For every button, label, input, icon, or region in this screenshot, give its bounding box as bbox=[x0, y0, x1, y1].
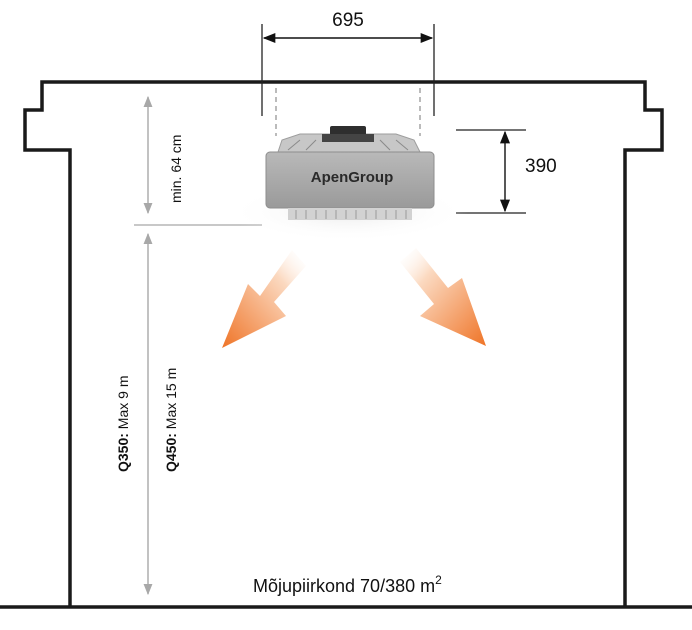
airflow-arrow-right bbox=[400, 248, 486, 346]
width-label: 695 bbox=[332, 10, 364, 31]
coverage-area-label: Mõjupiirkond 70/380 m2 bbox=[253, 573, 442, 596]
height-dimension: 390 bbox=[456, 129, 557, 214]
airflow-arrow-left bbox=[222, 250, 306, 348]
height-label: 390 bbox=[525, 156, 557, 177]
min-clearance-dimension: min. 64 cm bbox=[134, 95, 262, 226]
building-outline bbox=[23, 80, 664, 606]
min-clearance-label: min. 64 cm bbox=[168, 135, 184, 203]
brand-logo: ApenGroup bbox=[311, 169, 394, 186]
mounting-height-dimension: Q350: Max 9 m Q450: Max 15 m bbox=[115, 232, 179, 596]
q350-mounting-label: Q350: Max 9 m bbox=[115, 376, 131, 473]
q450-mounting-label: Q450: Max 15 m bbox=[163, 368, 179, 472]
heater-unit: ApenGroup bbox=[228, 126, 468, 242]
width-dimension: 695 bbox=[261, 10, 435, 136]
